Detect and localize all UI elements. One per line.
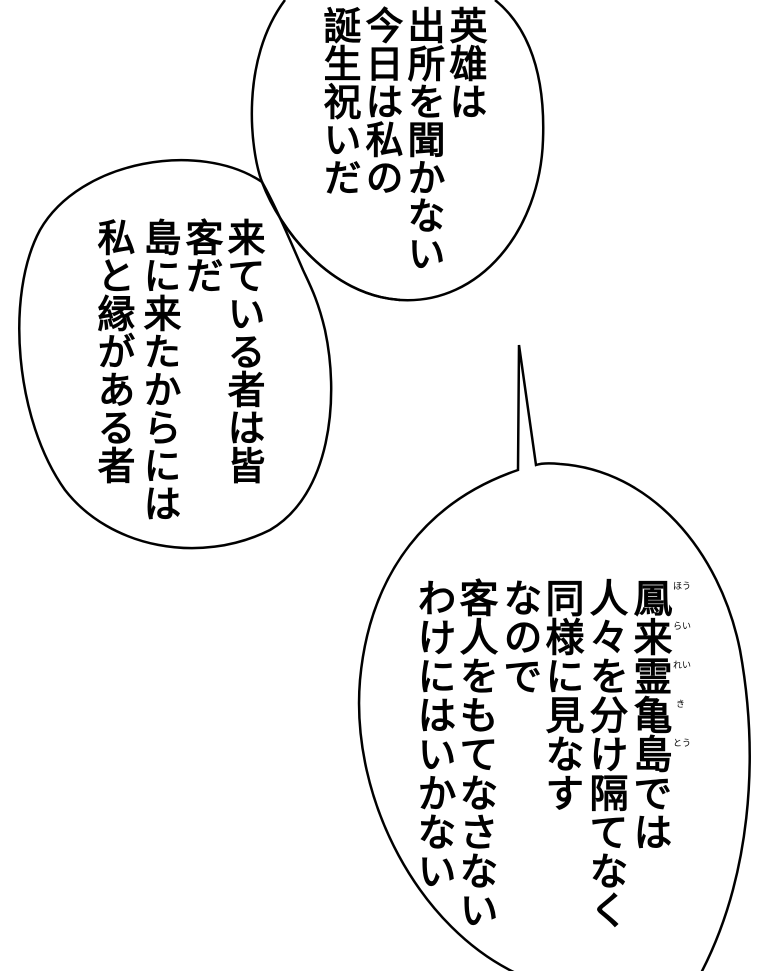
text-line: 客だ (179, 218, 223, 294)
furigana: ほう (673, 582, 692, 592)
furigana: れい (673, 661, 692, 671)
text-line: 島に来たからには (137, 218, 181, 522)
text-line: 鳳来霊亀島では (627, 578, 672, 851)
text-line: 誕生祝いだ (317, 6, 361, 196)
furigana: とう (673, 739, 692, 749)
text-line: 人々を分け隔てなく (583, 578, 628, 929)
text-line: 出所を聞かない (401, 6, 445, 272)
text-line: 今日は私の (359, 6, 403, 196)
text-line: 客人をもてなさない (453, 578, 498, 929)
furigana: らい (673, 622, 692, 632)
speech-bubble-right (357, 344, 751, 971)
text-line: わけにはいかない (411, 578, 456, 890)
text-line: 英雄は (443, 6, 487, 120)
text-line: 来ている者は皆 (221, 218, 265, 484)
text-line: 同様に見なす (539, 578, 584, 812)
text-line: 私と縁がある者 (91, 218, 135, 484)
text-line: なので (497, 578, 542, 695)
speech-bubble-left (18, 158, 333, 550)
furigana: き (676, 700, 686, 710)
